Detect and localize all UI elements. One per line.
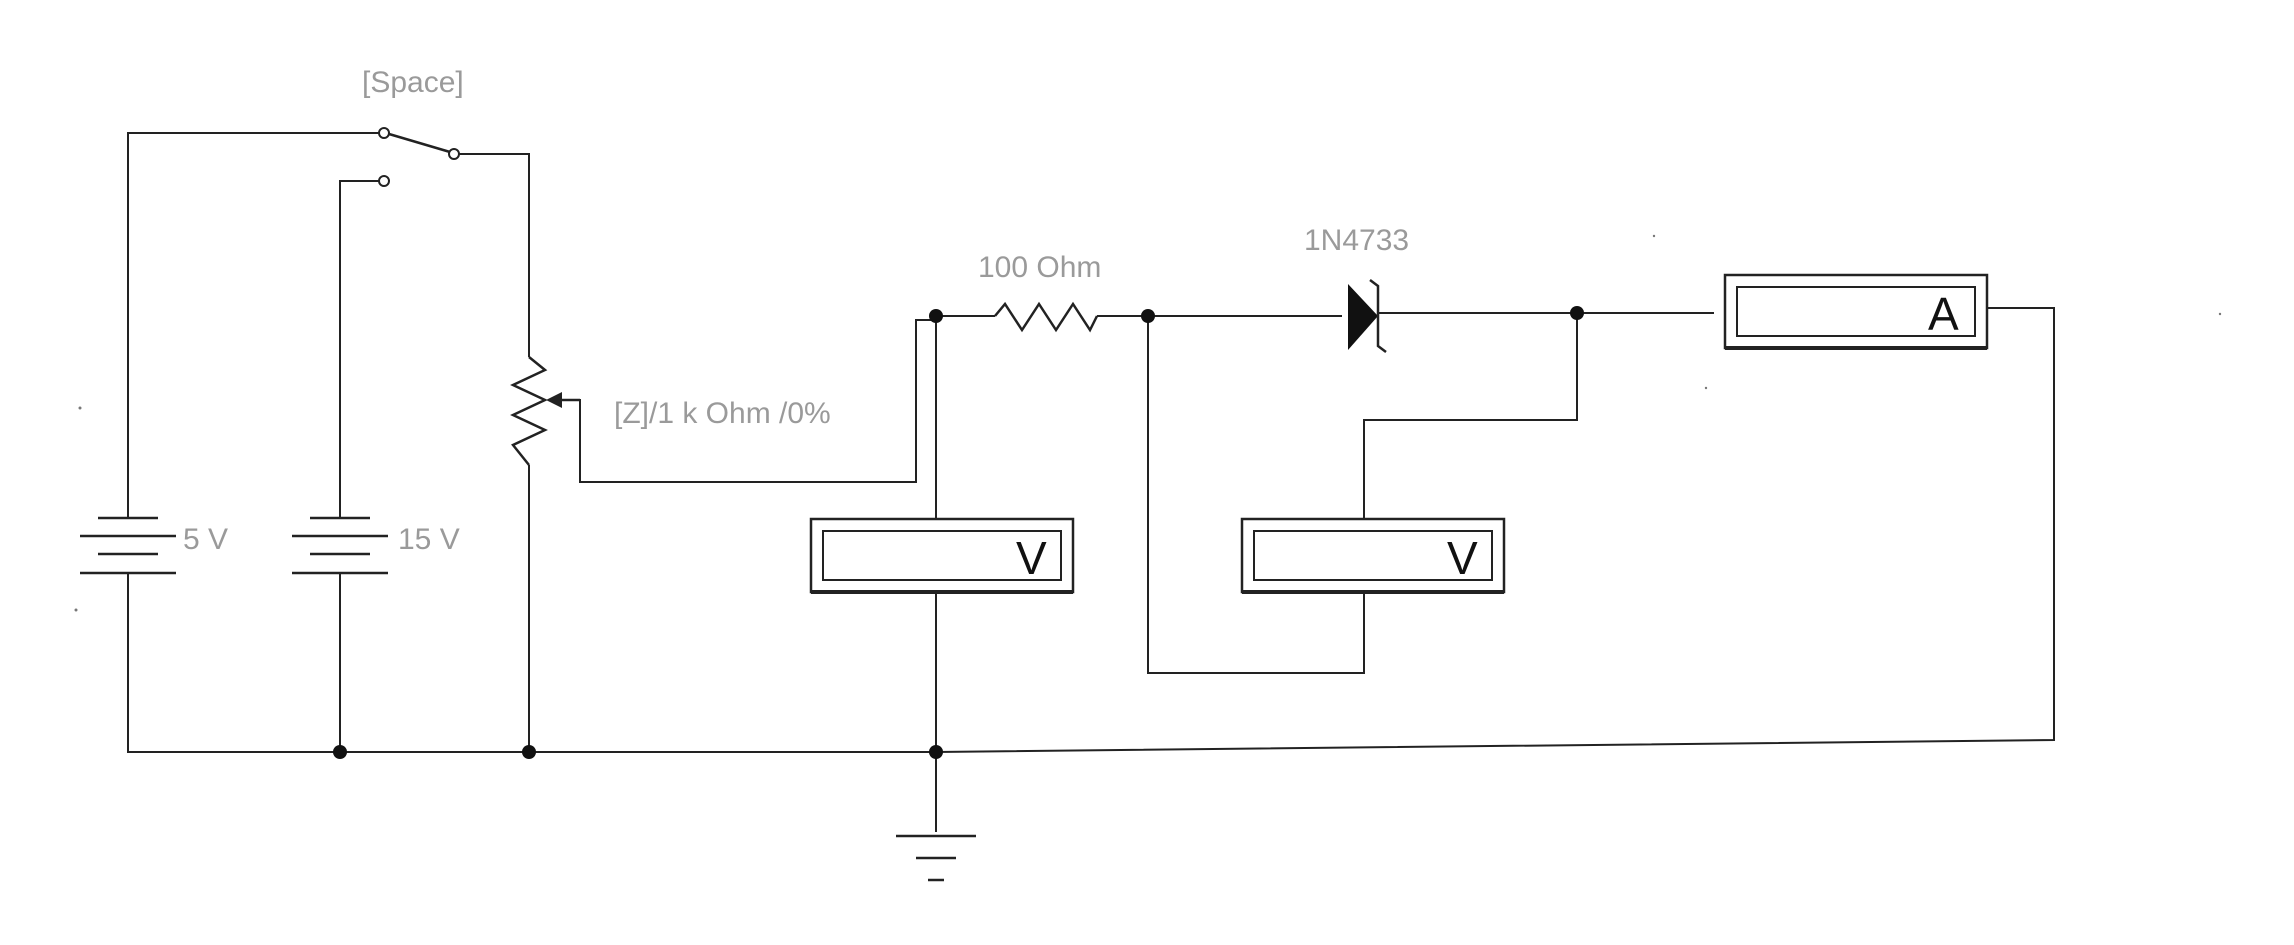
potentiometer-label: [Z]/1 k Ohm /0%	[614, 397, 831, 430]
zener-label: 1N4733	[1304, 224, 1409, 257]
junctions	[333, 306, 1584, 759]
speck	[1704, 386, 1708, 390]
potentiometer-wiper-arrow	[546, 392, 562, 408]
voltmeter-right: V	[1240, 517, 1506, 594]
ammeter-inner	[1736, 286, 1976, 337]
junction-node-a	[929, 309, 943, 323]
spdt-switch[interactable]: [Space]	[362, 66, 464, 187]
voltmeter-right-label: V	[1447, 532, 1478, 584]
voltmeter-left-label: V	[1016, 532, 1047, 584]
wire-ground-rail	[340, 307, 2055, 753]
junction-node-c	[1570, 306, 1584, 320]
speck	[78, 406, 82, 410]
junction-pot-ground	[522, 745, 536, 759]
wire-nodeC-vm2	[1363, 313, 1578, 518]
battery-5v-label: 5 V	[183, 523, 228, 556]
potentiometer[interactable]: [Z]/1 k Ohm /0%	[510, 356, 831, 466]
battery-5v: 5 V	[80, 495, 228, 575]
zener-diode: 1N4733	[1304, 224, 1409, 353]
junction-main-ground	[929, 745, 943, 759]
battery-15v-label: 15 V	[398, 523, 460, 556]
speck	[2218, 312, 2222, 316]
resistor-zigzag	[994, 301, 1099, 333]
wires	[127, 132, 2055, 832]
switch-lower-terminal	[378, 175, 390, 187]
scan-specks	[74, 234, 2222, 612]
ammeter: A	[1723, 273, 1989, 350]
switch-output-terminal	[448, 148, 460, 160]
zener-cathode-bar	[1369, 279, 1387, 353]
junction-15v-ground	[333, 745, 347, 759]
voltmeter-left: V	[809, 517, 1075, 594]
potentiometer-zigzag	[510, 356, 548, 466]
wire-5v-top	[127, 132, 380, 495]
speck	[74, 608, 78, 612]
wire-switch-out	[457, 153, 530, 357]
ammeter-label: A	[1928, 288, 1959, 340]
switch-common-terminal	[378, 127, 390, 139]
voltmeter-left-inner	[822, 530, 1062, 581]
resistor-label: 100 Ohm	[978, 251, 1101, 284]
speck	[1652, 234, 1656, 238]
wire-15v-top	[339, 180, 380, 495]
junction-node-b	[1141, 309, 1155, 323]
voltmeter-right-inner	[1253, 530, 1493, 581]
wire-5v-bottom	[127, 573, 340, 753]
zener-triangle	[1348, 284, 1378, 350]
wire-nodeB-vm2	[1147, 316, 1365, 674]
resistor-100-ohm: 100 Ohm	[978, 251, 1101, 333]
switch-label: [Space]	[362, 66, 464, 99]
battery-15v: 15 V	[292, 495, 460, 575]
ground-symbol	[896, 834, 976, 882]
switch-blade	[388, 132, 451, 154]
